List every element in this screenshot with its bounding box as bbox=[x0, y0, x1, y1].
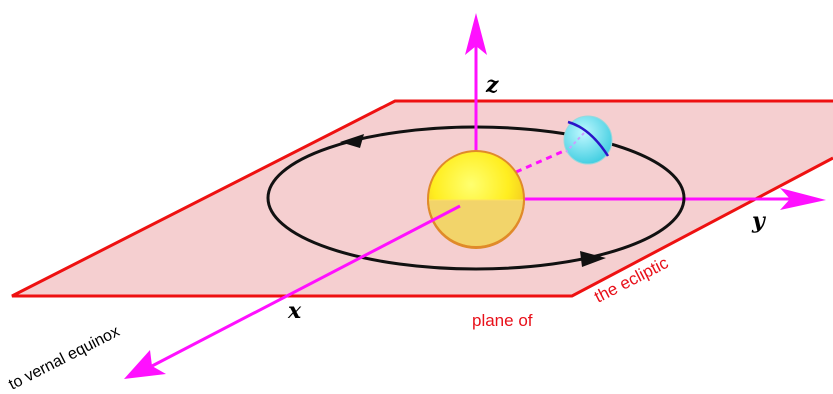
x-axis-arrowhead bbox=[124, 350, 166, 379]
earth-icon bbox=[563, 115, 613, 165]
z-axis-label: z bbox=[485, 72, 499, 98]
z-axis-arrowhead bbox=[465, 13, 487, 55]
vernal-equinox-label: to vernal equinox bbox=[6, 323, 122, 393]
orbit-direction-arrow-front bbox=[580, 251, 606, 267]
x-axis-line bbox=[151, 204, 461, 368]
x-axis-label: x bbox=[287, 298, 302, 324]
sun-icon bbox=[427, 150, 525, 249]
orbit-direction-arrow-back bbox=[340, 134, 364, 148]
ecliptic-plane-edge bbox=[11, 99, 833, 298]
plane-of-label: plane of bbox=[472, 311, 533, 330]
y-axis-arrowhead bbox=[780, 188, 826, 210]
y-axis-label: y bbox=[751, 208, 767, 234]
